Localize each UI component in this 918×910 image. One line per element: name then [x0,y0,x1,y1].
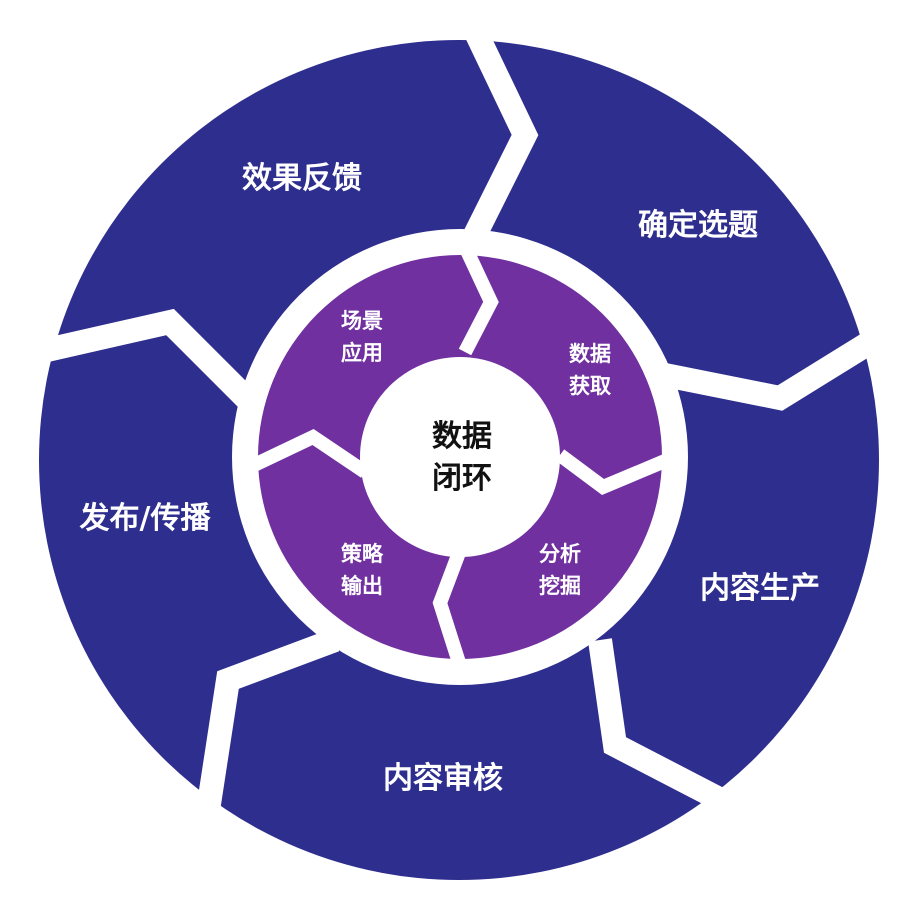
segment-confirm-topic: 确定选题 [638,208,758,243]
inner-segment-strategy: 策略 输出 [341,538,383,602]
center-label-line1: 数据 [432,419,492,454]
inner-separator [246,428,369,478]
inner-separators [246,237,675,675]
inner-segment-analysis: 分析 挖掘 [539,538,581,602]
inner-label-line2: 挖掘 [539,574,581,598]
inner-label-line1: 场景 [341,309,383,333]
inner-label-line1: 策略 [341,542,383,566]
inner-separator [455,237,499,356]
center-label: 数据 闭环 [432,416,492,500]
outer-separator [193,628,340,832]
inner-separator [432,547,469,675]
outer-separator [647,319,897,411]
inner-label-line2: 输出 [341,574,383,598]
center-label-line2: 闭环 [432,461,492,496]
inner-label-line2: 获取 [569,374,611,398]
segment-feedback: 效果反馈 [242,161,362,196]
outer-separator [22,308,259,411]
inner-label-line1: 数据 [569,342,611,366]
outer-separator [588,638,756,826]
center-circle [360,357,560,557]
inner-label-line1: 分析 [539,542,581,566]
inner-label-line2: 应用 [341,341,383,365]
outer-separator [459,14,539,251]
inner-separator [555,449,675,496]
segment-publish: 发布/传播 [79,501,211,536]
segment-content-production: 内容生产 [700,571,820,606]
inner-segment-scenario: 场景 应用 [341,305,383,369]
inner-segment-data-acquisition: 数据 获取 [569,338,611,402]
outer-separators [22,14,897,832]
segment-content-review: 内容审核 [383,761,503,796]
